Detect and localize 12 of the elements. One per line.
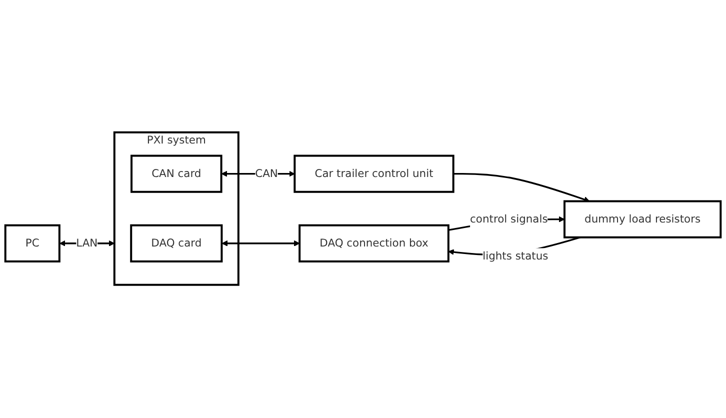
edge-label: LAN <box>76 237 98 250</box>
node-box: PC <box>4 224 60 263</box>
arrow <box>222 240 300 247</box>
node-box: DAQ card <box>130 224 223 263</box>
node-box: DAQ connection box <box>298 224 450 263</box>
edge-label: CAN <box>255 168 278 180</box>
node-box: dummy load resistors <box>564 200 722 239</box>
node-box: Car trailer control unit <box>294 155 454 194</box>
node-box: CAN card <box>130 155 222 194</box>
edge-label: control signals <box>470 213 548 226</box>
edge-label: lights status <box>482 250 548 263</box>
arrow <box>453 173 590 203</box>
